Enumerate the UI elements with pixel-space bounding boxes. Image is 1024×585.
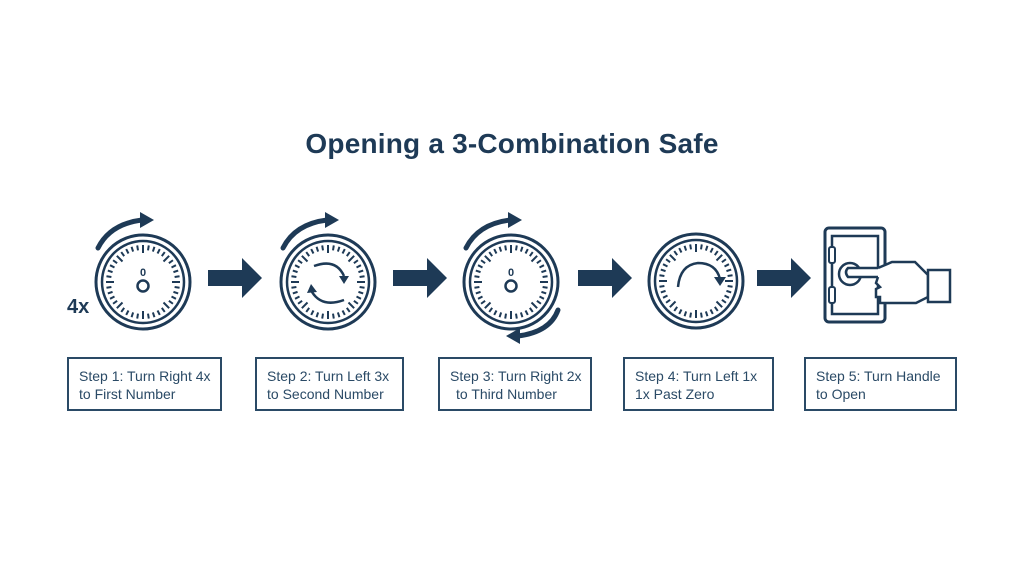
step-1-line2: to First Number xyxy=(79,386,176,402)
svg-text:0: 0 xyxy=(508,267,514,279)
step-5-line1: Step 5: Turn Handle xyxy=(816,368,941,384)
svg-text:0: 0 xyxy=(140,267,146,279)
step-1-line1: Step 1: Turn Right 4x xyxy=(79,368,211,384)
step-5-box: Step 5: Turn Handle to Open xyxy=(804,357,957,411)
next-arrow-icon xyxy=(393,258,447,298)
step-5-line2: to Open xyxy=(816,386,866,402)
step-4-line2: 1x Past Zero xyxy=(635,386,715,402)
dial-turn-right-icon: 0 xyxy=(94,212,192,331)
dial-turn-left-icon xyxy=(647,232,745,330)
dial-turn-right-icon: 0 xyxy=(462,212,561,344)
next-arrow-icon xyxy=(208,258,262,298)
step-3-box: Step 3: Turn Right 2x to Third Number xyxy=(438,357,592,411)
step-4-box: Step 4: Turn Left 1x 1x Past Zero xyxy=(623,357,774,411)
step-3-line1: Step 3: Turn Right 2x xyxy=(450,368,582,384)
step-4-line1: Step 4: Turn Left 1x xyxy=(635,368,758,384)
turn-count-badge: 4x xyxy=(67,296,90,318)
dial-turn-left-icon xyxy=(279,212,377,331)
safe-handle-hand-icon xyxy=(823,226,952,324)
step-2-line2: to Second Number xyxy=(267,386,384,402)
step-1-box: Step 1: Turn Right 4x to First Number xyxy=(67,357,222,411)
step-2-line1: Step 2: Turn Left 3x xyxy=(267,368,390,384)
step-3-line2: to Third Number xyxy=(456,386,557,402)
next-arrow-icon xyxy=(578,258,632,298)
step-2-box: Step 2: Turn Left 3x to Second Number xyxy=(255,357,404,411)
page-title: Opening a 3-Combination Safe xyxy=(305,128,719,159)
next-arrow-icon xyxy=(757,258,811,298)
